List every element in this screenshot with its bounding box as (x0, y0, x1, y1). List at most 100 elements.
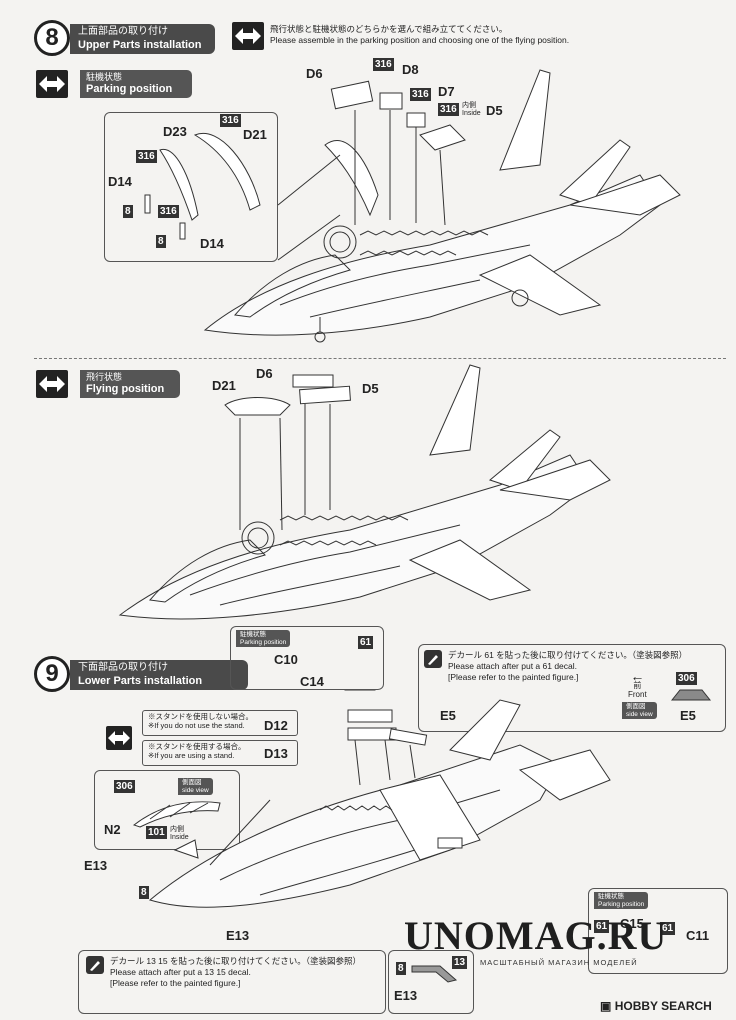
front-jp: 前 (633, 681, 642, 690)
part-e13-b: E13 (226, 928, 250, 943)
code-101: 101 (146, 826, 167, 839)
e5-side-en: side view (626, 710, 653, 718)
code-8-b: 8 (156, 235, 166, 248)
brush-icon (424, 650, 442, 668)
code-306-e5: 306 (676, 672, 697, 685)
e13-detail-frame (388, 950, 474, 1014)
n2-side-shape (132, 801, 221, 828)
c10-parking-frame (230, 626, 384, 690)
stand-arrows-icon (106, 726, 132, 750)
code-8-d: 8 (396, 962, 406, 975)
section-divider (34, 358, 726, 359)
decal61-note-ref: [Please refer to the painted figure.] (448, 672, 579, 682)
c10-parking-badge: 駐機状態 Parking position (236, 630, 291, 647)
decal61-note: デカール 61 を貼った後に取り付けてください。（塗装図参照） Please a… (448, 650, 720, 683)
part-n2: N2 (104, 822, 121, 837)
n2-detail-frame (94, 770, 240, 850)
flying-badge-en: Flying position (86, 383, 165, 395)
c11-parking-frame (588, 888, 728, 974)
e5-side-shape (670, 689, 712, 701)
decal13-note-frame (78, 950, 386, 1014)
part-d21-flying: D21 (212, 378, 236, 393)
brush-icon-2 (86, 956, 104, 974)
choice-arrows-icon (232, 22, 264, 50)
part-d21-parking: D21 (243, 127, 267, 142)
code-61-c: 61 (660, 922, 676, 935)
part-e13-a: E13 (84, 858, 108, 873)
paint-code-316-f: 316 (158, 205, 179, 218)
paint-code-316-b: 316 (410, 88, 431, 101)
part-d14-b: D14 (200, 236, 224, 251)
watermark-brand: UNOMAG.RU (404, 913, 668, 958)
part-d7: D7 (438, 84, 455, 99)
flying-aircraft-illustration (118, 364, 611, 620)
paint-code-316-c: 316 (438, 103, 459, 116)
lower-aircraft-illustration (148, 690, 611, 908)
n2-side-en: side view (182, 786, 209, 794)
decal13-note-jp: デカール 13 15 を貼った後に取り付けてください。（塗装図参照） (110, 956, 361, 966)
stand-yes-note: ※スタンドを使用する場合。 ※If you are using a stand. (148, 742, 246, 760)
part-c10: C10 (274, 652, 298, 667)
e5-side-jp: 側面図 (626, 703, 646, 710)
parking-aircraft-illustration (144, 69, 681, 343)
stand-no-frame (142, 710, 298, 736)
hobby-search-text: HOBBY SEARCH (614, 999, 712, 1013)
decal13-note: デカール 13 15 を貼った後に取り付けてください。（塗装図参照） Pleas… (110, 956, 378, 989)
part-e5-main: E5 (440, 708, 456, 723)
front-indicator: ← 前 Front (628, 669, 647, 699)
part-d6-parking: D6 (306, 66, 323, 81)
code-306-n2: 306 (114, 780, 135, 793)
inside-en: Inside (462, 110, 481, 117)
decal13-note-en: Please attach after put a 13 15 decal. (110, 967, 251, 977)
part-d14-a: D14 (108, 174, 132, 189)
hobby-search-logo: ▣ HOBBY SEARCH (600, 999, 712, 1013)
n2-side-jp: 側面図 (182, 779, 202, 786)
flying-badge: 飛行状態 Flying position (80, 370, 180, 398)
parking-badge-en: Parking position (86, 83, 173, 95)
decal61-note-frame (418, 644, 726, 732)
part-c11: C11 (686, 928, 710, 943)
part-d13: D13 (264, 746, 288, 761)
hobby-search-icon: ▣ (600, 999, 612, 1013)
stand-yes-jp: ※スタンドを使用する場合。 (148, 742, 246, 751)
part-d23: D23 (163, 124, 187, 139)
paint-code-316-a: 316 (373, 58, 394, 71)
part-c15: C15 (620, 916, 644, 931)
step8-choice-note: 飛行状態と駐機状態のどちらかを選んで組み立ててください。 Please asse… (270, 24, 710, 46)
flying-arrows-icon (36, 370, 68, 398)
decal61-note-jp: デカール 61 を貼った後に取り付けてください。（塗装図参照） (448, 650, 688, 660)
stand-no-note: ※スタンドを使用しない場合。 ※If you do not use the st… (148, 712, 253, 730)
step9-header: 9 下面部品の取り付け Lower Parts installation (34, 656, 248, 692)
step9-title-en: Lower Parts installation (78, 675, 203, 687)
code-8-a: 8 (123, 205, 133, 218)
inside-jp: 内側 (462, 102, 476, 109)
stand-yes-en: ※If you are using a stand. (148, 751, 235, 760)
part-e5-box: E5 (680, 708, 696, 723)
n2-inside-note: 内側 Inside (170, 826, 189, 842)
parking-arrows-icon (36, 70, 68, 98)
step8-choice-jp: 飛行状態と駐機状態のどちらかを選んで組み立ててください。 (270, 24, 508, 34)
part-e13-c: E13 (394, 988, 418, 1003)
step8-number: 8 (34, 20, 70, 56)
code-61-b: 61 (594, 920, 610, 933)
part-d8: D8 (402, 62, 419, 77)
code-13: 13 (452, 956, 468, 969)
stand-yes-frame (142, 740, 298, 766)
part-d5-flying: D5 (362, 381, 379, 396)
front-en: Front (628, 690, 647, 699)
watermark-tagline: МАСШТАБНЫЙ МАГАЗИН МОДЕЛЕЙ (480, 958, 638, 967)
parking-badge-jp: 駐機状態 (86, 72, 123, 82)
step9-title: 下面部品の取り付け Lower Parts installation (70, 660, 248, 690)
n2-inside-jp: 内側 (170, 826, 184, 833)
flying-badge-jp: 飛行状態 (86, 372, 123, 382)
decal-61-a: 61 (358, 636, 374, 649)
n2-side-badge: 側面図 side view (178, 778, 213, 795)
c11-parking-badge: 駐機状態 Parking position (594, 892, 649, 909)
part-d6-flying: D6 (256, 366, 273, 381)
c11-parking-jp: 駐機状態 (598, 893, 624, 900)
code-8-c: 8 (139, 886, 149, 899)
e13-part-shape (411, 965, 458, 983)
step9-number: 9 (34, 656, 70, 692)
step8-title: 上面部品の取り付け Upper Parts installation (70, 24, 216, 54)
part-d5-parking: D5 (486, 103, 503, 118)
